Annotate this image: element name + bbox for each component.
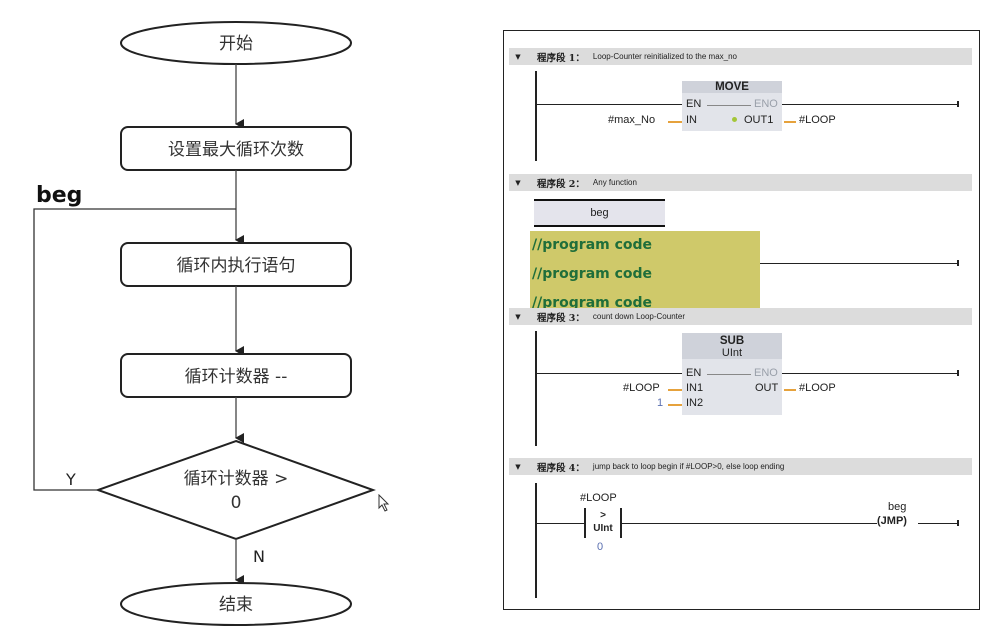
network-3-power-rail [535,331,537,446]
move-en-eno-wire [707,105,751,107]
sub-in2-operand[interactable]: 1 [657,397,664,409]
network-3-wire-left [536,373,682,375]
move-in-operand[interactable]: #max_No [608,114,656,126]
network-4-title: 程序段 4： [537,462,585,474]
network-4-wire-middle [622,523,877,525]
move-out1-pin: OUT1 [744,114,774,126]
collapse-icon[interactable]: ▼ [515,52,521,61]
no-label: N [253,547,265,566]
jmp-coil-text: JMP [880,515,904,527]
move-block-title: MOVE [682,81,782,93]
decision-text-line1: 循环计数器 > [184,469,289,489]
code-line: //program code [532,295,653,311]
set-max-text: 设置最大循环次数 [168,140,304,160]
network-4-wire-right [918,523,957,525]
contact-left-bar [584,508,586,538]
move-en-pin: EN [686,98,702,110]
jump-label-beg[interactable]: beg [534,199,665,227]
end-text: 结束 [219,595,253,615]
move-out-operand[interactable]: #LOOP [799,114,836,126]
sub-out-pin: OUT [755,382,779,394]
network-3-header[interactable]: ▼ 程序段 3： count down Loop-Counter [509,308,972,325]
network-1-wire-right [782,104,957,106]
sub-out-operand[interactable]: #LOOP [799,382,836,394]
jump-label[interactable]: beg [888,501,907,513]
start-text: 开始 [219,34,253,54]
network-3-end [957,370,959,376]
network-3-title: 程序段 3： [537,312,585,324]
network-2-header[interactable]: ▼ 程序段 2： Any function [509,174,972,191]
program-code-comment[interactable]: //program code //program code //program … [530,231,760,311]
network-1-title: 程序段 1： [537,52,585,64]
move-out-wire [784,121,796,123]
sub-in2-wire [668,404,682,406]
beg-label: beg [36,183,82,208]
move-out-indicator-icon [732,117,737,122]
code-line: //program code [532,266,653,282]
network-2-end [957,260,959,266]
compare-type: UInt [593,523,613,534]
counter-dec-text: 循环计数器 -- [185,367,288,387]
compare-contact[interactable]: > UInt [587,509,619,535]
decision-diamond [95,439,376,541]
collapse-icon[interactable]: ▼ [515,312,521,321]
compare-operand-top[interactable]: #LOOP [580,492,617,504]
sub-en-pin: EN [686,367,702,379]
contact-right-bar [620,508,622,538]
code-line: //program code [532,237,653,253]
collapse-icon[interactable]: ▼ [515,462,521,471]
sub-eno-pin: ENO [754,367,778,379]
decision-text-line2: 0 [231,493,242,513]
network-1-power-rail [535,71,537,161]
end-terminal [120,582,352,626]
sub-in1-operand[interactable]: #LOOP [623,382,660,394]
move-eno-pin: ENO [754,98,778,110]
ladder-editor: ▼ 程序段 1： Loop-Counter reinitialized to t… [503,30,980,610]
network-1-header[interactable]: ▼ 程序段 1： Loop-Counter reinitialized to t… [509,48,972,65]
network-3-wire-right [782,373,957,375]
flowchart: 开始 设置最大循环次数 循环内执行语句 循环计数器 -- 循环计数器 > 0 Y… [33,21,376,626]
jmp-coil[interactable]: (JMP) [877,515,907,527]
network-4-wire-left [536,523,584,525]
compare-operand-bottom[interactable]: 0 [597,541,604,553]
network-4-header[interactable]: ▼ 程序段 4： jump back to loop begin if #LOO… [509,458,972,475]
move-in-pin: IN [686,114,697,126]
network-4-power-rail [535,483,537,598]
sub-in2-pin: IN2 [686,397,704,409]
sub-en-eno-wire [707,374,751,376]
network-2-comment[interactable]: Any function [592,178,637,187]
network-3-comment[interactable]: count down Loop-Counter [592,312,685,321]
sub-in1-pin: IN1 [686,382,704,394]
mouse-cursor-icon [378,494,390,512]
loop-body-text: 循环内执行语句 [177,256,296,276]
sub-out-wire [784,389,796,391]
yes-label: Y [65,470,76,489]
network-2-title: 程序段 2： [537,178,585,190]
network-1-wire-left [536,104,682,106]
network-2-wire [760,263,957,265]
move-in-wire [668,121,682,123]
sub-block-type: UInt [682,347,782,359]
loop-back-line [33,208,236,491]
sub-block-title: SUB [682,333,782,347]
network-4-end [957,520,959,526]
sub-in1-wire [668,389,682,391]
move-block[interactable]: MOVE [682,81,782,131]
network-1-end [957,101,959,107]
collapse-icon[interactable]: ▼ [515,178,521,187]
compare-operator: > [600,510,606,521]
network-1-comment[interactable]: Loop-Counter reinitialized to the max_no [592,52,738,61]
network-4-comment[interactable]: jump back to loop begin if #LOOP>0, else… [592,462,785,471]
